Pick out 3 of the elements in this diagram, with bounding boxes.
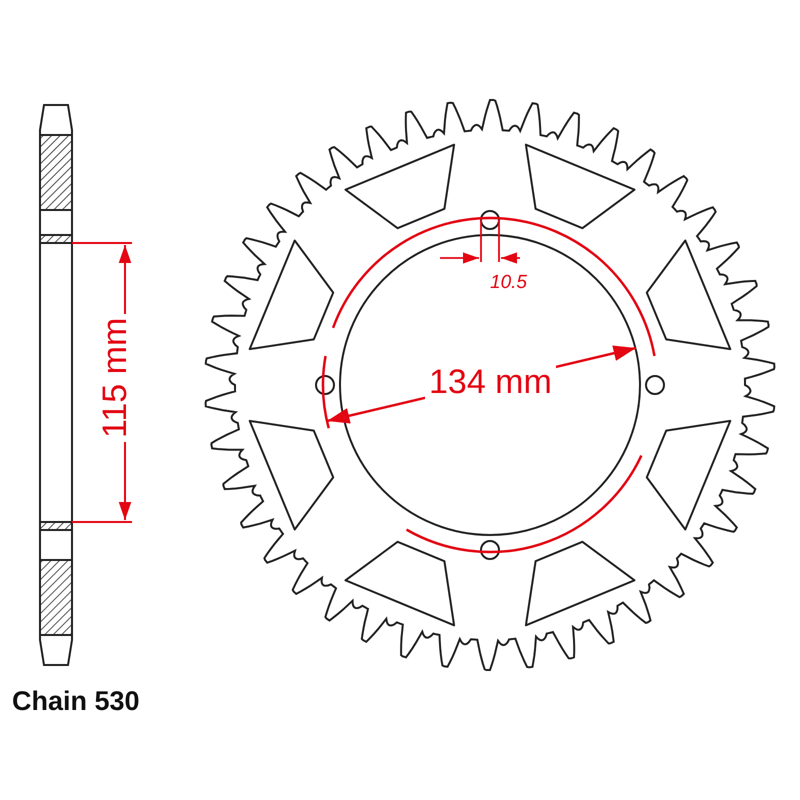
dimension-label: 10.5 — [490, 273, 527, 292]
dimension-label: 134 mm — [425, 365, 556, 399]
caption: Chain 530 — [12, 688, 140, 715]
